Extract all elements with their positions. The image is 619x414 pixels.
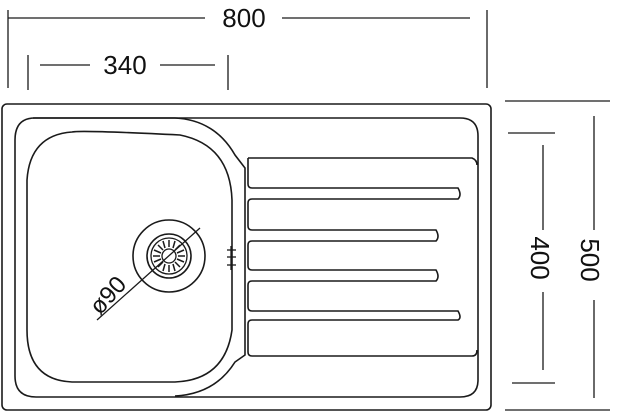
dimension-total-depth: 500 [505,100,610,411]
dimension-total-width: 800 [7,3,488,88]
sink-rim [14,117,479,398]
overflow-icon [227,246,236,270]
drain-diameter-label: ø90 [84,271,132,320]
sink-bowl [26,130,233,383]
drain-strainer-icon [96,219,206,321]
dimension-bowl-depth: 400 [508,132,555,384]
bowl-width-label: 340 [103,50,146,80]
drainboard [247,157,478,357]
bowl-depth-label: 400 [525,236,555,279]
dimension-bowl-width: 340 [27,50,229,90]
sink-outline [1,103,492,411]
bowl-rim-edge [33,117,246,397]
total-depth-label: 500 [575,238,605,281]
total-width-label: 800 [222,3,265,33]
